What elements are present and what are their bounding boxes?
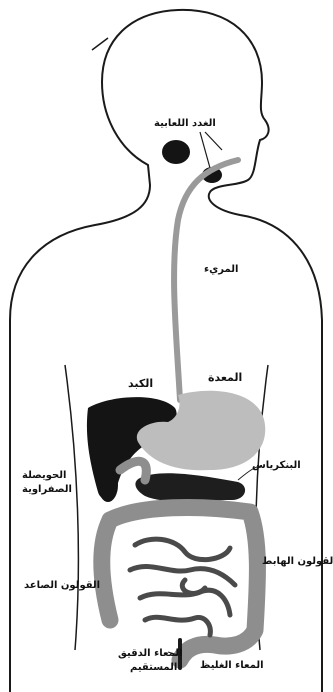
label-esophagus: المريء	[204, 264, 238, 275]
gallbladder	[98, 468, 118, 502]
label-liver: الكبد	[128, 378, 153, 390]
label-pancreas: البنكرياس	[252, 460, 301, 471]
salivary-arrow-2	[205, 132, 222, 150]
label-rectum: المستقيم	[130, 662, 177, 673]
label-small-intestine: المعاء الدقيق	[118, 648, 182, 659]
salivary-arrow-1	[200, 132, 210, 168]
label-gallbladder-line2: الصفراوية	[22, 484, 72, 495]
esophagus	[174, 160, 238, 400]
label-stomach: المعدة	[208, 372, 242, 384]
small-intestine	[130, 539, 235, 635]
left-arm-outline	[65, 365, 78, 650]
label-large-intestine: المعاء الغليظ	[200, 660, 264, 671]
ascending-colon	[102, 520, 110, 620]
ear-line	[92, 38, 108, 50]
label-gallbladder-line1: الحويصلة	[22, 470, 66, 481]
transverse-colon-upper-loop	[120, 461, 146, 480]
pancreas	[135, 473, 245, 501]
salivary-gland-upper	[162, 140, 190, 164]
label-descending-colon: القولون الهابط	[262, 556, 333, 567]
label-salivary-glands: الغدد اللعابية	[154, 118, 216, 129]
label-ascending-colon: القولون الصاعد	[24, 580, 100, 591]
